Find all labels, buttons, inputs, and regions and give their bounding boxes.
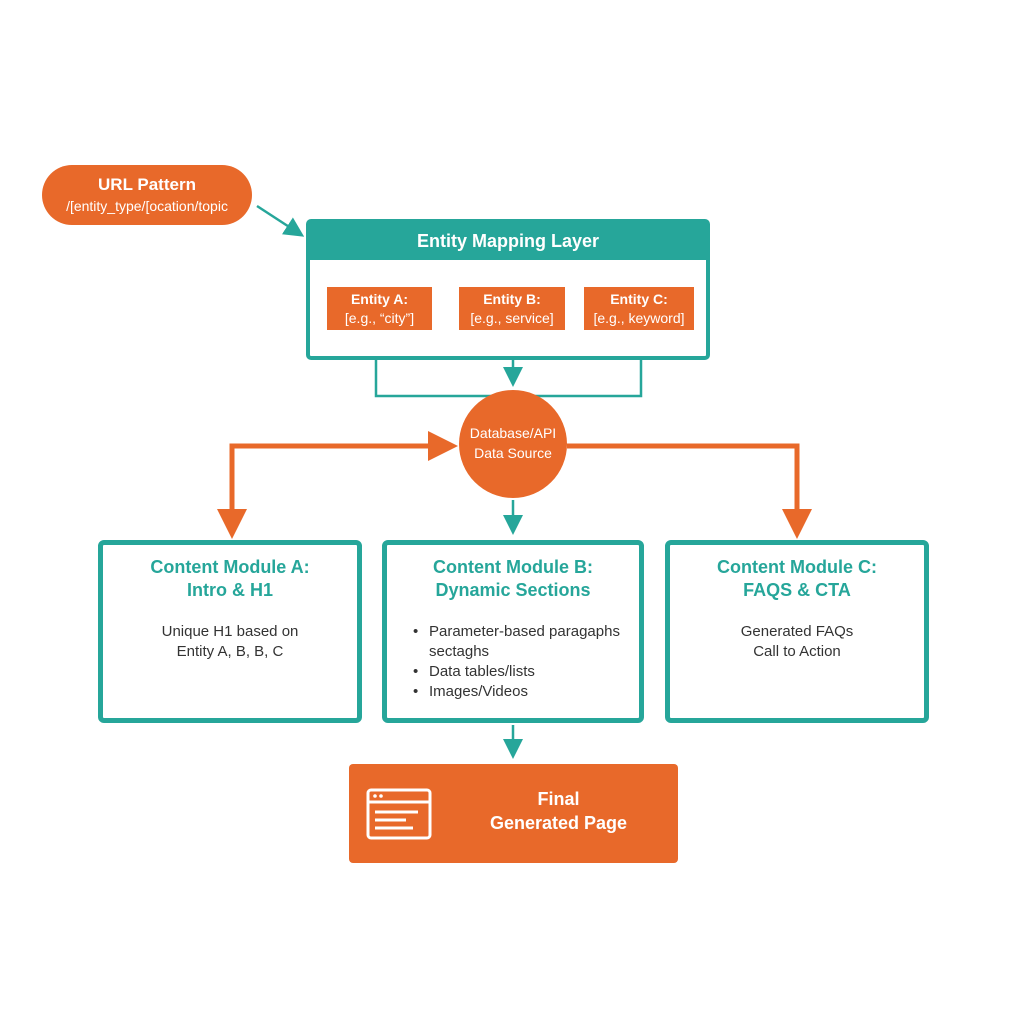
module-a-title-line2: Intro & H1 [186,580,273,600]
module-b-title-line2: Dynamic Sections [435,580,591,600]
arrow-db-to-module-c [567,443,812,539]
entity-c-name: Entity C: [610,291,668,307]
content-module-a: Content Module A: Intro & H1 Unique H1 b… [98,540,362,723]
module-b-bullet-1-cont: sectaghs [429,643,490,660]
content-module-b: Content Module B: Dynamic Sections Param… [382,540,644,723]
url-pattern-node: URL Pattern /[entity_type/[ocation/topic [42,165,252,225]
data-source-line2: Data Source [474,445,552,461]
entity-b-name: Entity B: [483,291,541,307]
arrow-db-to-module-a [217,443,448,539]
data-source-line1: Database/API [469,425,557,441]
final-line1: Final [537,789,580,809]
content-module-c: Content Module C: FAQS & CTA Generated F… [665,540,929,723]
module-c-title-line2: FAQS & CTA [743,580,851,600]
data-source-node: Database/API Data Source [459,390,567,498]
entity-c-box: Entity C: [e.g., keyword] [584,287,694,330]
module-c-body-line2: Call to Action [753,643,841,660]
module-a-title-line1: Content Module A: [150,557,310,577]
module-b-bullet-1: Parameter-based paragaphs [429,623,620,640]
module-b-bullet-list: Parameter-based paragaphs sectaghs Data … [387,622,639,702]
list-item: Data tables/lists [413,662,639,682]
entity-c-example: [e.g., keyword] [593,310,685,326]
module-b-title-line1: Content Module B: [433,557,593,577]
final-line2: Generated Page [489,813,628,833]
list-item: Images/Videos [413,682,639,702]
url-pattern-text: /[entity_type/[ocation/topic [66,198,228,214]
entity-mapping-layer: Entity Mapping Layer Entity A: [e.g., “c… [306,219,710,360]
entity-a-name: Entity A: [350,291,409,307]
entity-a-example: [e.g., “city”] [344,310,415,326]
module-b-bullet-3: Images/Videos [429,683,528,700]
entity-b-example: [e.g., service] [470,310,554,326]
module-c-title-line1: Content Module C: [717,557,877,577]
arrow-url-to-layer [256,204,305,237]
entity-a-box: Entity A: [e.g., “city”] [327,287,432,330]
module-b-bullet-2: Data tables/lists [429,663,535,680]
browser-window-icon [366,788,432,840]
module-c-body-line1: Generated FAQs [740,623,854,640]
entity-b-box: Entity B: [e.g., service] [459,287,565,330]
url-pattern-title: URL Pattern [98,175,196,194]
module-a-body-line2: Entity A, B, B, C [176,643,284,660]
final-generated-page-node: Final Generated Page [349,764,678,863]
module-a-body-line1: Unique H1 based on [161,623,299,640]
entity-layer-title: Entity Mapping Layer [310,223,706,260]
list-item: Parameter-based paragaphs sectaghs [413,622,639,662]
